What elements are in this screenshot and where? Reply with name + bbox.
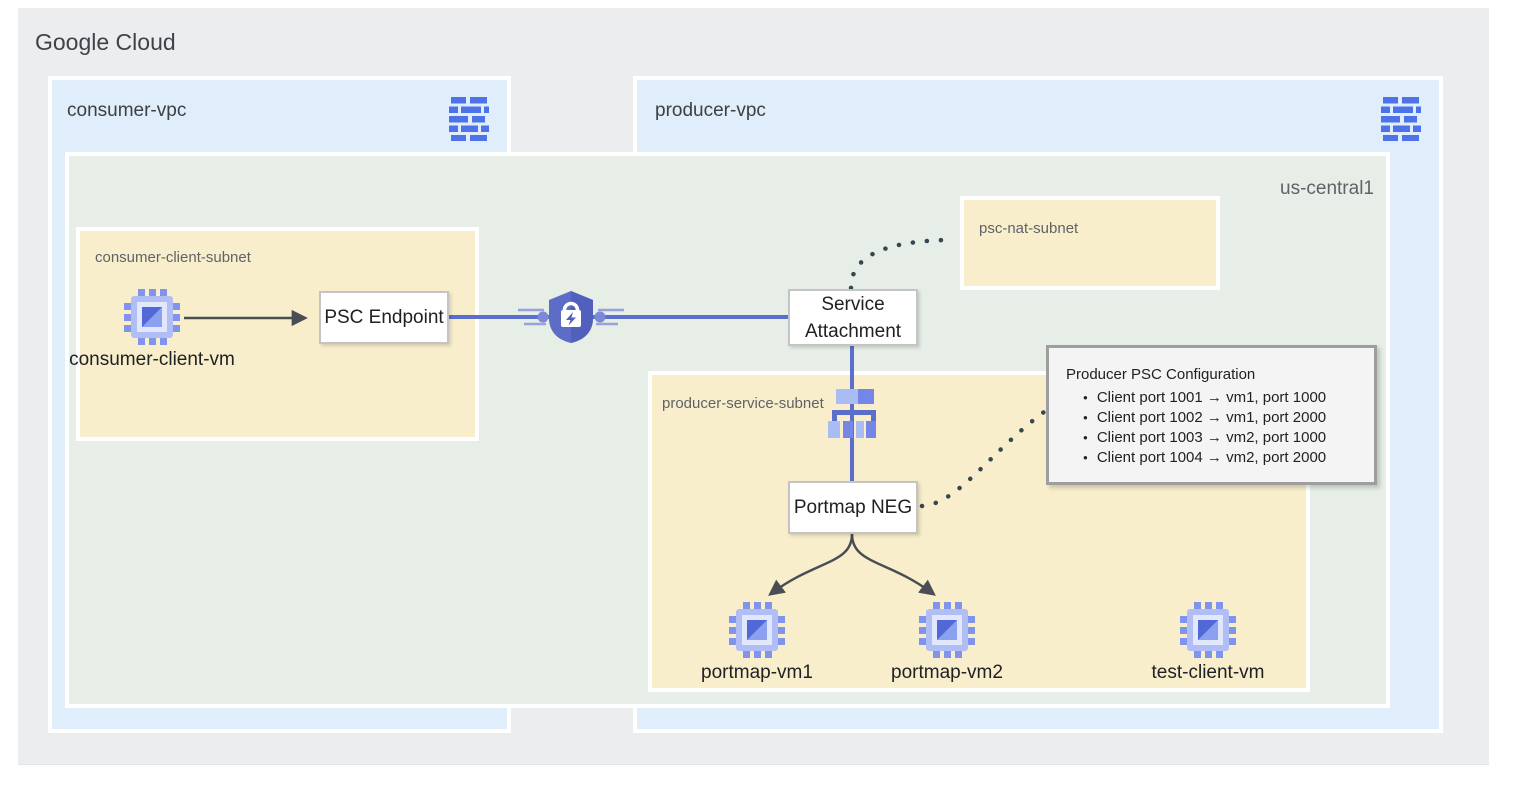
- producer-psc-configuration-callout: Producer PSC Configuration Client port 1…: [1046, 345, 1377, 485]
- callout-item: Client port 1004 → vm2, port 2000: [1083, 448, 1362, 468]
- psc-nat-subnet-label: psc-nat-subnet: [979, 220, 1079, 237]
- portmap-neg-label: Portmap NEG: [793, 497, 913, 518]
- consumer-client-vm-node: consumer-client-vm: [42, 289, 262, 371]
- region-label: us-central1: [1280, 178, 1374, 199]
- psc-endpoint-label: PSC Endpoint: [324, 307, 444, 328]
- compute-engine-icon: [124, 289, 180, 345]
- psc-nat-subnet-box: psc-nat-subnet: [960, 196, 1220, 290]
- consumer-client-vm-label: consumer-client-vm: [69, 349, 235, 370]
- portmap-neg-node: Portmap NEG: [788, 481, 918, 534]
- producer-vpc-label: producer-vpc: [655, 100, 766, 121]
- compute-engine-icon: [919, 602, 975, 658]
- callout-item: Client port 1003 → vm2, port 1000: [1083, 428, 1362, 448]
- compute-engine-icon: [729, 602, 785, 658]
- portmap-vm2-label: portmap-vm2: [891, 662, 1003, 683]
- callout-item: Client port 1002 → vm1, port 2000: [1083, 408, 1362, 428]
- portmap-vm1-label: portmap-vm1: [701, 662, 813, 683]
- compute-engine-icon: [1180, 602, 1236, 658]
- service-attachment-node: Service Attachment: [788, 289, 918, 346]
- callout-title: Producer PSC Configuration: [1066, 366, 1256, 383]
- service-attachment-label: Service Attachment: [804, 293, 902, 342]
- callout-item: Client port 1001 → vm1, port 1000: [1083, 388, 1362, 408]
- portmap-vm2-node: portmap-vm2: [837, 602, 1057, 684]
- portmap-vm1-node: portmap-vm1: [647, 602, 867, 684]
- consumer-client-subnet-label: consumer-client-subnet: [95, 249, 251, 266]
- callout-list: Client port 1001 → vm1, port 1000Client …: [1066, 388, 1362, 468]
- test-client-vm-node: test-client-vm: [1098, 602, 1318, 684]
- test-client-vm-label: test-client-vm: [1151, 662, 1265, 683]
- producer-service-subnet-label: producer-service-subnet: [662, 395, 824, 412]
- psc-endpoint-node: PSC Endpoint: [319, 291, 449, 344]
- consumer-vpc-label: consumer-vpc: [67, 100, 187, 121]
- google-cloud-title: Google Cloud: [35, 29, 176, 55]
- vpc-network-icon: [1381, 97, 1421, 141]
- vpc-network-icon: [449, 97, 489, 141]
